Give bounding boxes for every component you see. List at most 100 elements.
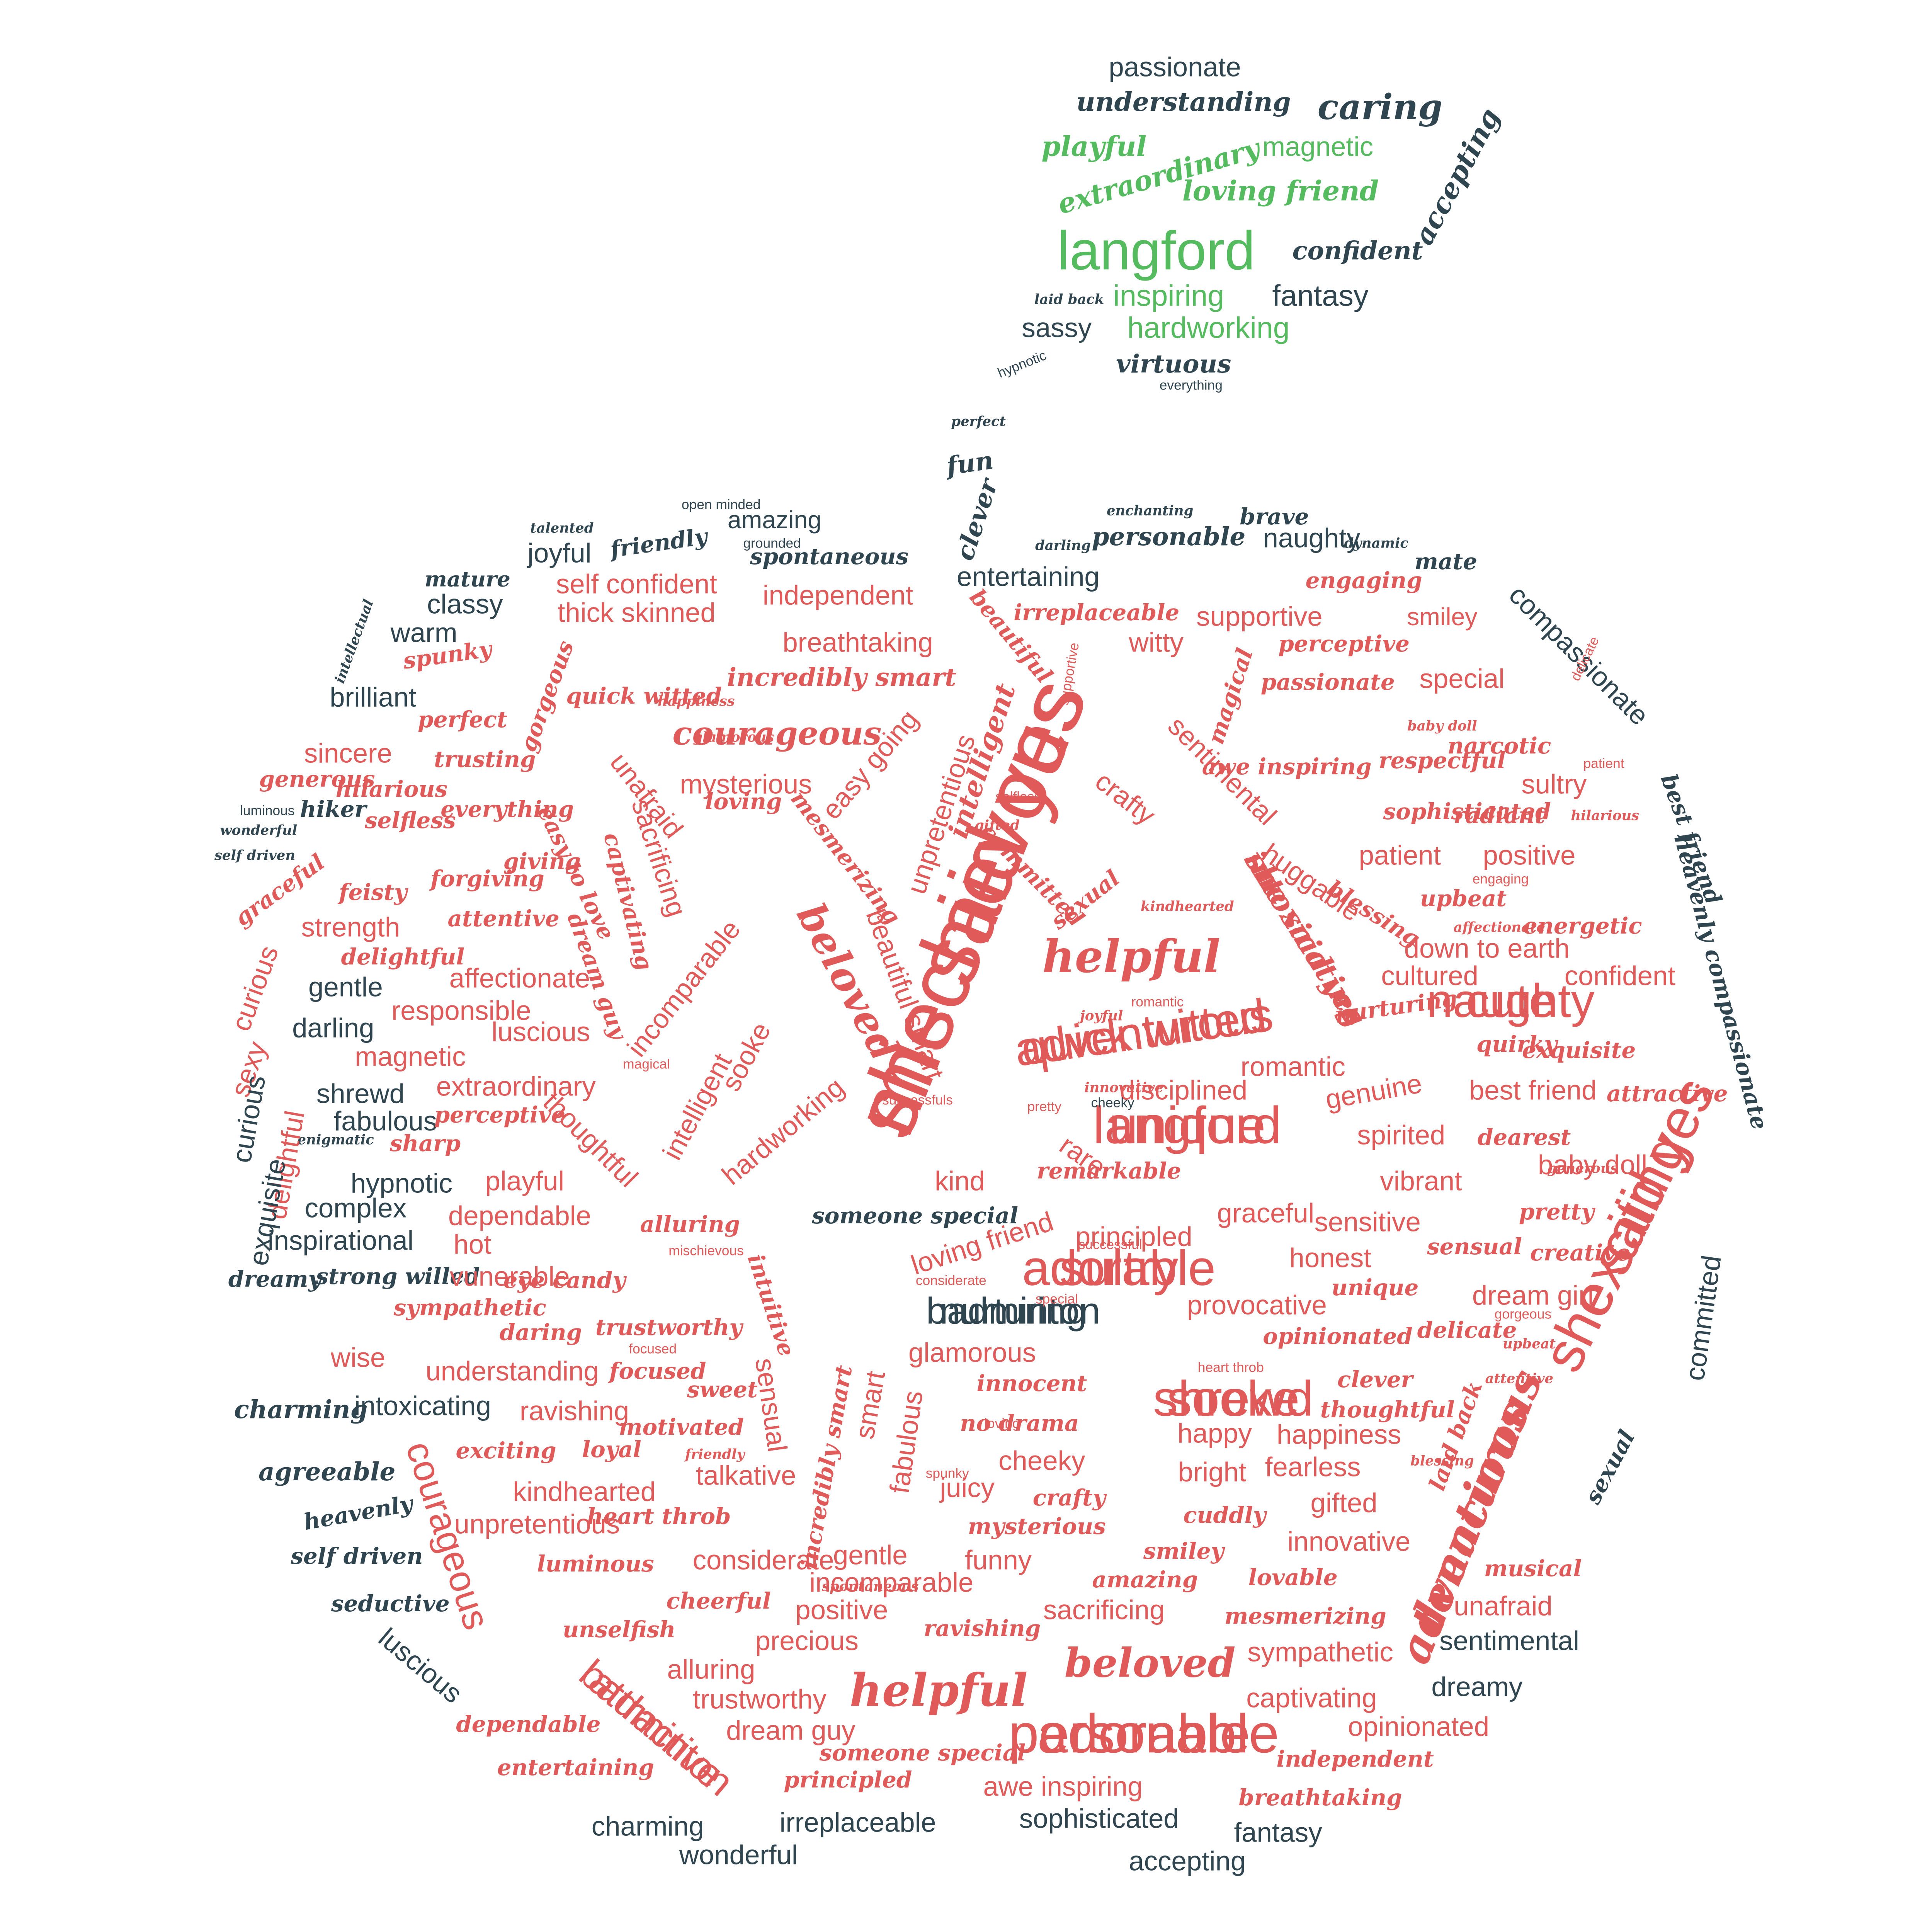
- apple_words-word-266: gifted: [974, 817, 1020, 833]
- apple_words-word-3: langford: [1093, 1096, 1282, 1155]
- apple_words-word-250: generous: [1547, 1160, 1618, 1177]
- apple_words-word-159: unique: [1331, 1274, 1419, 1301]
- apple_words-word-20: talented: [530, 520, 594, 536]
- stem_words-word-1: fun: [944, 446, 995, 481]
- apple_words-word-190: gifted: [1310, 1487, 1378, 1518]
- apple_words-word-232: principled: [784, 1767, 912, 1793]
- apple_words-word-56: magical: [1202, 645, 1259, 747]
- apple_words-word-65: hiker: [300, 796, 367, 822]
- apple_words-word-47: incredibly smart: [727, 663, 956, 692]
- leaf_words-word-2: caring: [1317, 86, 1443, 128]
- apple_words-word-82: forgiving: [430, 865, 544, 892]
- apple_words-word-22: grounded: [743, 536, 801, 551]
- apple_words-word-156: vunerable: [449, 1261, 570, 1292]
- apple_words-word-280: baby doll: [1407, 718, 1477, 734]
- apple_words-word-215: unselfish: [563, 1616, 676, 1643]
- apple_words-word-42: thick skinned: [557, 597, 716, 628]
- apple_words-word-138: mischievous: [668, 1243, 744, 1259]
- leaf_words-word-9: confident: [1292, 236, 1423, 265]
- apple_words-word-107: energetic: [1523, 913, 1642, 939]
- leaf_words-word-13: sassy: [1022, 313, 1092, 344]
- apple_words-word-58: sincere: [304, 738, 392, 769]
- apple_words-word-163: provocative: [1187, 1289, 1327, 1320]
- stem_words-word-2: clever: [950, 475, 1004, 564]
- apple_words-word-226: trustworthy: [692, 1684, 827, 1714]
- apple_words-word-202: gentle: [833, 1539, 908, 1570]
- apple_words-word-238: fantasy: [1234, 1817, 1322, 1848]
- apple_words-word-137: vibrant: [1380, 1165, 1462, 1196]
- apple_words-word-152: sensual: [1427, 1233, 1522, 1260]
- apple_words-word-21: friendly: [609, 523, 709, 563]
- apple_words-word-154: dreamy: [228, 1265, 321, 1292]
- apple_words-word-158: intuitive: [742, 1251, 800, 1360]
- apple_words-word-27: enchanting: [1107, 503, 1194, 519]
- apple_words-word-120: best friend: [1469, 1075, 1597, 1105]
- apple_words-word-241: sensual: [749, 1356, 793, 1454]
- apple_words-word-151: honest: [1289, 1242, 1371, 1273]
- apple_words-word-133: disciplined: [1119, 1075, 1248, 1105]
- apple_words-word-277: special: [1035, 1291, 1078, 1307]
- apple_words-word-78: narcotic: [1447, 732, 1551, 759]
- apple_words-word-229: entertaining: [497, 1754, 654, 1781]
- apple_words-word-5: adorable: [1037, 1703, 1250, 1765]
- apple_words-word-141: someone special: [812, 1202, 1018, 1229]
- apple_words-word-80: radiant: [1453, 802, 1545, 828]
- apple_words-word-117: extraordinary: [436, 1071, 596, 1102]
- apple_words-word-191: agreeable: [258, 1457, 396, 1486]
- apple_words-word-262: joyful: [1080, 1007, 1123, 1024]
- apple_words-word-144: sensitive: [1314, 1206, 1421, 1237]
- apple_words-word-174: thoughtful: [1320, 1396, 1455, 1423]
- apple_words-word-161: sympathetic: [393, 1294, 546, 1321]
- apple_words-word-124: perceptive: [434, 1102, 566, 1128]
- apple_words-word-123: fabulous: [333, 1105, 437, 1136]
- apple_words-word-281: friendly: [685, 1446, 745, 1463]
- apple_words-word-292: sultry: [1060, 1240, 1179, 1296]
- apple_words-word-253: magical: [623, 1056, 670, 1072]
- apple_words-word-136: baby doll: [1537, 1149, 1648, 1180]
- apple_words-word-9: cute: [1466, 974, 1555, 1027]
- apple_words-word-13: helpful: [849, 1664, 1028, 1717]
- apple_words-word-285: happiness: [657, 693, 735, 709]
- apple_words-word-170: focused: [609, 1357, 706, 1384]
- apple_words-word-211: positive: [795, 1594, 888, 1625]
- apple_words-word-41: independent: [762, 580, 913, 611]
- apple_words-word-16: courageous: [672, 714, 882, 753]
- apple_words-word-183: exciting: [456, 1437, 556, 1464]
- apple_words-word-155: strong willed: [316, 1263, 480, 1290]
- apple_words-word-15: beloved: [1064, 1639, 1236, 1687]
- apple_words-word-230: someone special: [819, 1739, 1026, 1766]
- apple_words-word-197: heavenly: [301, 1490, 415, 1535]
- apple_words-word-261: successful: [1078, 1237, 1142, 1252]
- apple_words-word-188: bright: [1178, 1456, 1247, 1487]
- apple_words-word-32: dynamic: [1344, 535, 1408, 551]
- apple_words-word-18: amazing: [727, 505, 822, 534]
- apple_words-word-94: luscious: [491, 1016, 590, 1047]
- apple_words-word-121: attractive: [1606, 1080, 1728, 1107]
- apple_words-word-145: pretty: [1519, 1199, 1594, 1225]
- apple_words-word-167: glamorous: [908, 1337, 1036, 1368]
- apple_words-word-203: smiley: [1143, 1538, 1224, 1565]
- leaf_words-word-14: hardworking: [1127, 311, 1290, 345]
- apple_words-word-177: intoxicating: [354, 1390, 491, 1421]
- apple_words-word-104: positive: [1483, 840, 1576, 871]
- apple_words-word-193: heart throb: [587, 1503, 731, 1530]
- apple_words-word-135: dearest: [1477, 1124, 1571, 1151]
- apple_words-word-235: charming: [591, 1811, 704, 1842]
- apple_words-word-185: cheeky: [998, 1445, 1085, 1476]
- apple_words-word-236: irreplaceable: [779, 1807, 936, 1838]
- apple_words-word-184: loyal: [582, 1436, 641, 1463]
- apple_words-word-140: dependable: [448, 1200, 591, 1231]
- apple_words-word-26: classy: [427, 588, 503, 619]
- apple_words-word-19: open minded: [681, 497, 761, 512]
- apple_words-word-153: creative: [1530, 1240, 1631, 1266]
- apple_words-word-187: juicy: [940, 1472, 995, 1503]
- apple_words-word-180: no drama: [960, 1410, 1079, 1437]
- apple_words-word-39: irreplaceable: [1014, 599, 1180, 626]
- apple_words-word-278: blessing: [1410, 1452, 1474, 1469]
- leaf_words-word-1: understanding: [1076, 87, 1291, 117]
- apple_words-word-275: spontaneous: [821, 1578, 919, 1594]
- apple_words-word-194: crafty: [1032, 1485, 1106, 1511]
- apple_words-word-116: magnetic: [355, 1041, 466, 1072]
- apple_words-word-127: hypnotic: [350, 1168, 453, 1199]
- apple_words-word-69: mysterious: [680, 769, 812, 799]
